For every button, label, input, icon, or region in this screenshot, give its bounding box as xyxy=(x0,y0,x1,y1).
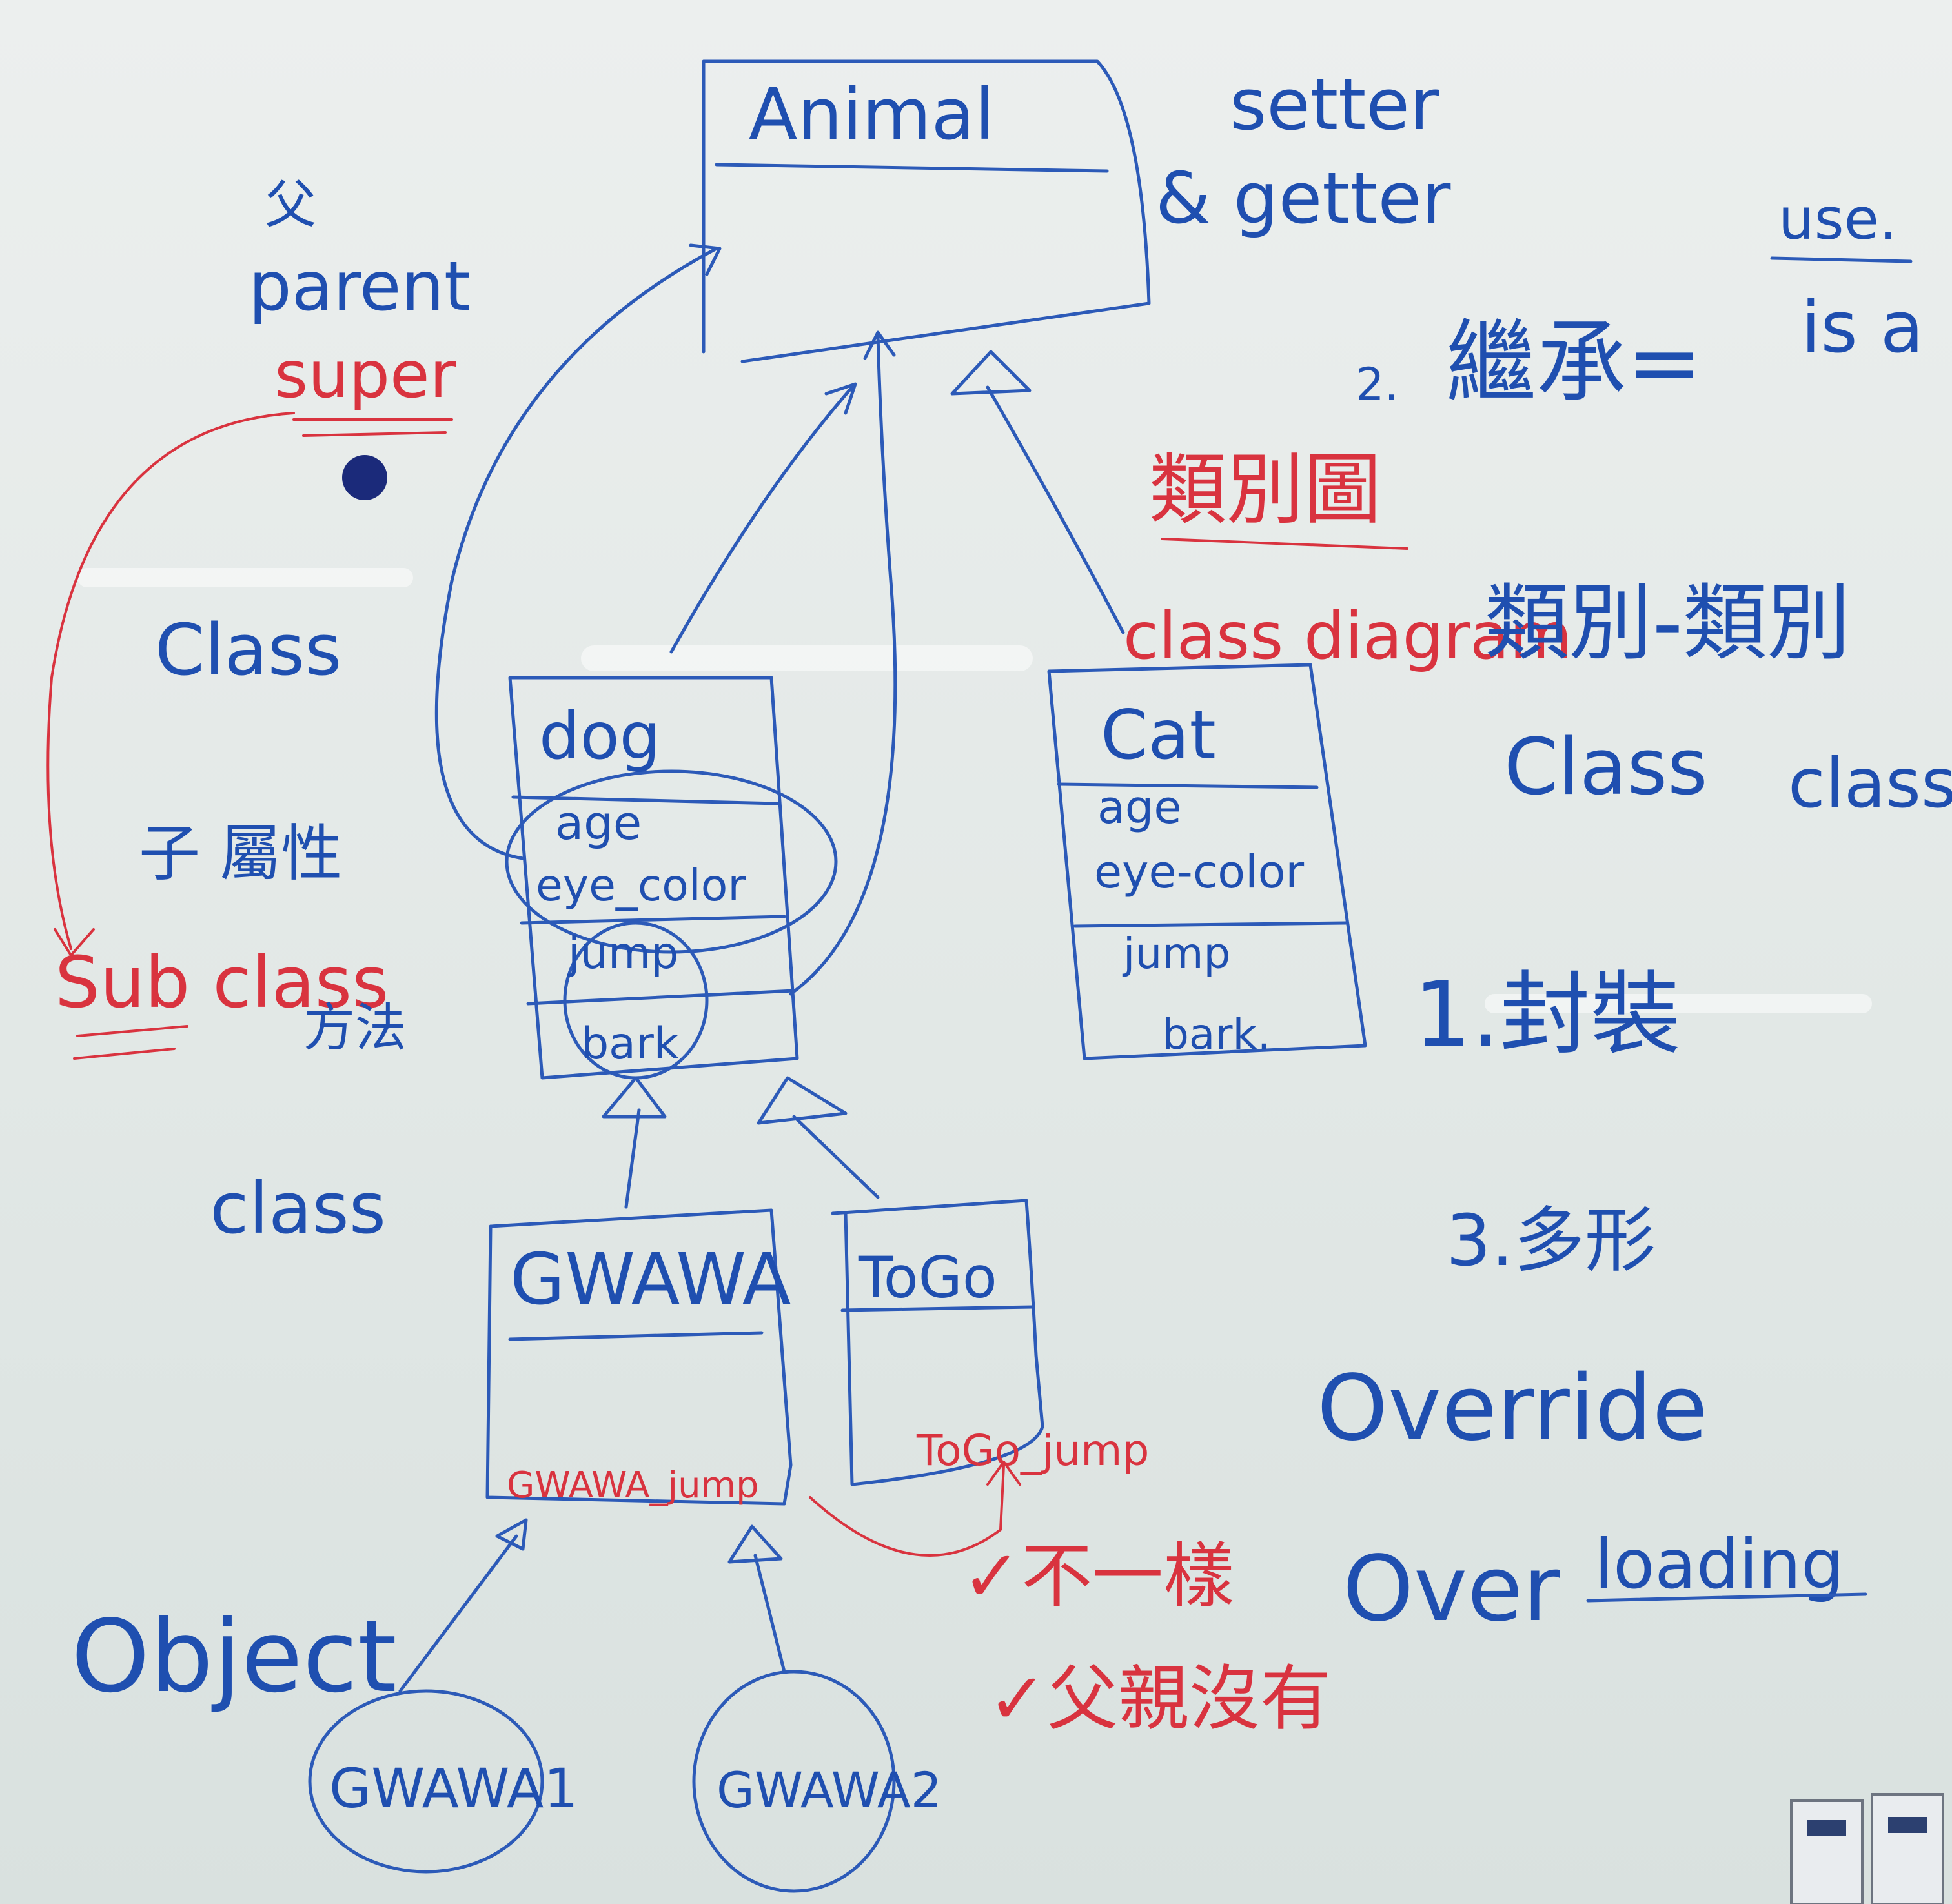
note-setter: setter xyxy=(1230,63,1439,146)
marker-boxes xyxy=(1790,1793,1944,1904)
class-box-animal: Animal xyxy=(702,59,1151,363)
note-buyiyang: ✓不一樣 xyxy=(962,1535,1234,1617)
object-gwawa2: GWAWA2 xyxy=(692,1670,942,1893)
note-object: Object xyxy=(71,1598,397,1715)
left-notes: 父 parent super Class 子 屬性 Sub class 方法 c… xyxy=(55,175,471,1715)
note-override: Override xyxy=(1317,1356,1708,1461)
note-zi-shuxing: 子 屬性 xyxy=(139,818,342,889)
red-annotation-arrows xyxy=(46,412,1021,1557)
right-notes: setter & getter use. 2. 繼承= is a 類別圖 cla… xyxy=(1123,63,1952,1642)
class-dog-attr-age: age xyxy=(555,796,642,850)
class-dog-name: dog xyxy=(539,698,660,774)
note-duoxing: 3.多形 xyxy=(1446,1199,1656,1282)
note-class-diagram: class diagram xyxy=(1123,598,1572,674)
note-fu: 父 xyxy=(265,175,316,235)
note-use: use. xyxy=(1778,186,1897,252)
class-animal-name: Animal xyxy=(749,73,995,156)
class-cat-attr-age: age xyxy=(1097,781,1181,834)
note-class-1: Class xyxy=(155,609,341,691)
note-class-a: Class xyxy=(1504,723,1708,813)
note-fangfa: 方法 xyxy=(303,998,407,1058)
class-box-gwawa: GWAWA GWAWA_jump xyxy=(485,1208,793,1506)
note-number-2: 2. xyxy=(1356,358,1399,411)
note-jicheng: 繼承= xyxy=(1446,310,1702,416)
class-cat-method-bark: bark. xyxy=(1162,1009,1271,1059)
object-gwawa2-label: GWAWA2 xyxy=(717,1761,942,1819)
class-cat-attr-eye-color: eye-color xyxy=(1094,846,1304,898)
note-fuqin-meiyou: ✓父親沒有 xyxy=(988,1657,1331,1740)
class-togo-method-jump: ToGo_jump xyxy=(916,1426,1149,1475)
class-dog-attr-eye-color: eye_color xyxy=(536,860,746,911)
inheritance-arrows xyxy=(398,243,1125,1693)
class-togo-name: ToGo xyxy=(858,1244,997,1311)
object-gwawa1-label: GWAWA1 xyxy=(329,1757,578,1820)
note-is-a: is a xyxy=(1801,286,1924,369)
note-leibietu: 類別圖 xyxy=(1149,445,1381,535)
class-cat-name: Cat xyxy=(1101,696,1216,775)
class-gwawa-name: GWAWA xyxy=(510,1238,791,1321)
note-overloading-loading: loading xyxy=(1594,1525,1844,1604)
note-class-b: class xyxy=(1788,744,1952,823)
note-overloading-over: Over xyxy=(1343,1537,1560,1642)
class-box-togo: ToGo ToGo_jump xyxy=(831,1199,1149,1486)
note-subclass: Sub class xyxy=(55,941,389,1024)
object-gwawa1: GWAWA1 xyxy=(308,1689,578,1874)
class-cat-method-jump: jump xyxy=(1122,929,1230,978)
class-dog-method-bark: bark xyxy=(581,1018,680,1069)
class-box-dog: dog age eye_color jump bark xyxy=(505,676,838,1080)
board-glare xyxy=(77,568,1872,1013)
class-box-cat: Cat age eye-color jump bark. xyxy=(1047,663,1367,1060)
note-parent: parent xyxy=(249,247,471,326)
note-fengzhuang: 1.封裝 xyxy=(1414,962,1681,1068)
class-gwawa-method-jump: GWAWA_jump xyxy=(507,1464,759,1506)
class-dog-method-jump: jump xyxy=(567,928,678,979)
note-class-2: class xyxy=(210,1167,386,1250)
note-super: super xyxy=(274,337,456,412)
magnet-dot xyxy=(342,455,387,500)
note-leibie-leibie: 類別-類別 xyxy=(1485,574,1851,672)
note-getter: & getter xyxy=(1155,157,1451,239)
red-notes: ✓不一樣 ✓父親沒有 xyxy=(962,1535,1331,1740)
